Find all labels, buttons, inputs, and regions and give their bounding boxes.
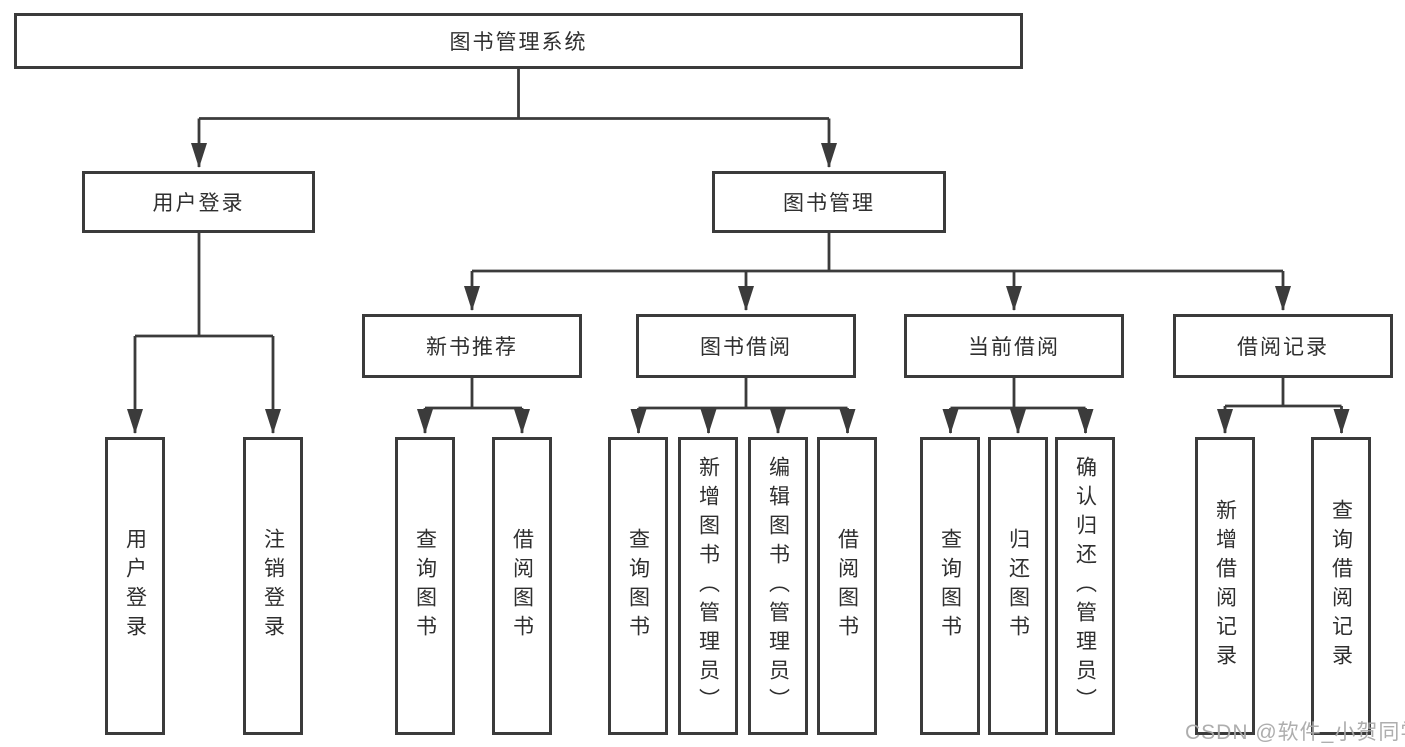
leaf-borrow-books-recommend-label: 借阅图书	[510, 528, 534, 644]
leaf-add-books-admin: 新增图书（管理员）	[678, 437, 738, 735]
node-user-login: 用户登录	[82, 171, 315, 233]
leaf-user-login-label: 用户登录	[123, 528, 147, 644]
leaf-add-borrow-record-label: 新增借阅记录	[1213, 499, 1237, 673]
leaf-edit-books-admin: 编辑图书（管理员）	[748, 437, 808, 735]
node-user-login-label: 用户登录	[152, 192, 245, 215]
node-library-system: 图书管理系统	[14, 13, 1023, 69]
node-new-book-recommend-label: 新书推荐	[426, 336, 518, 359]
node-book-management-label: 图书管理	[783, 192, 875, 215]
tree-branch-lines	[135, 69, 1342, 410]
csdn-watermark: CSDN @软件_小贺同学	[1185, 721, 1405, 744]
leaf-add-borrow-record: 新增借阅记录	[1195, 437, 1255, 735]
leaf-add-books-admin-label: 新增图书（管理员）	[696, 455, 720, 717]
node-book-borrowing-label: 图书借阅	[700, 336, 792, 359]
leaf-query-books-current: 查询图书	[920, 437, 980, 735]
node-library-system-label: 图书管理系统	[449, 31, 588, 54]
leaf-borrow-books: 借阅图书	[817, 437, 877, 735]
leaf-return-books: 归还图书	[988, 437, 1048, 735]
leaf-query-books-recommend: 查询图书	[395, 437, 455, 735]
leaf-user-login: 用户登录	[105, 437, 165, 735]
arrow-drops	[127, 118, 1350, 434]
leaf-query-borrow-record-label: 查询借阅记录	[1329, 499, 1353, 673]
leaf-confirm-return-admin-label: 确认归还（管理员）	[1073, 455, 1097, 717]
leaf-query-books-borrow-label: 查询图书	[626, 528, 650, 644]
leaf-query-books-borrow: 查询图书	[608, 437, 668, 735]
node-book-borrowing: 图书借阅	[636, 314, 856, 378]
leaf-query-books-current-label: 查询图书	[938, 528, 962, 644]
leaf-logout-label: 注销登录	[261, 528, 285, 644]
leaf-return-books-label: 归还图书	[1006, 528, 1030, 644]
node-current-borrowing-label: 当前借阅	[968, 336, 1060, 359]
node-new-book-recommend: 新书推荐	[362, 314, 582, 378]
leaf-logout: 注销登录	[243, 437, 303, 735]
node-borrowing-records: 借阅记录	[1173, 314, 1393, 378]
node-current-borrowing: 当前借阅	[904, 314, 1124, 378]
node-book-management: 图书管理	[712, 171, 946, 233]
node-borrowing-records-label: 借阅记录	[1237, 336, 1329, 359]
leaf-borrow-books-recommend: 借阅图书	[492, 437, 552, 735]
leaf-edit-books-admin-label: 编辑图书（管理员）	[766, 455, 790, 717]
leaf-query-borrow-record: 查询借阅记录	[1311, 437, 1371, 735]
leaf-query-books-recommend-label: 查询图书	[413, 528, 437, 644]
leaf-confirm-return-admin: 确认归还（管理员）	[1055, 437, 1115, 735]
leaf-borrow-books-label: 借阅图书	[835, 528, 859, 644]
